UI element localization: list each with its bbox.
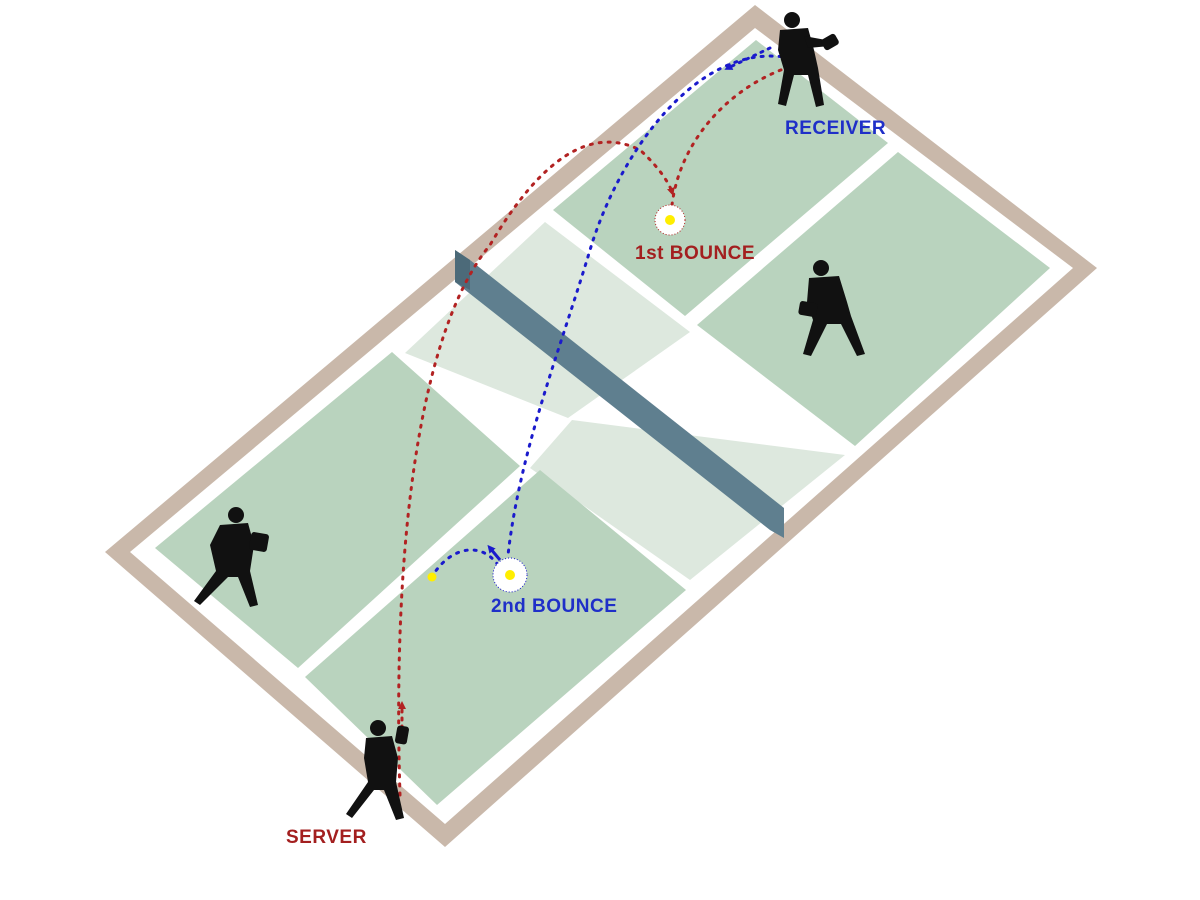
- return-start-arrow: [724, 46, 772, 70]
- receiver-player-icon: [778, 12, 839, 107]
- ball-icon: [427, 572, 437, 582]
- first-bounce-rebound-path: [670, 63, 797, 207]
- service-box-near-right: [305, 470, 686, 805]
- second-bounce-rebound-path: [431, 548, 500, 577]
- serve-path: [397, 140, 675, 797]
- second-bounce-label: 2nd BOUNCE: [491, 596, 617, 617]
- kitchen-near: [530, 420, 845, 580]
- receiver-label: RECEIVER: [785, 118, 886, 139]
- net: [455, 250, 784, 538]
- service-box-far-left: [553, 40, 888, 316]
- kitchen-far: [405, 222, 690, 418]
- player-icon: [798, 260, 865, 356]
- first-bounce-label: 1st BOUNCE: [635, 243, 755, 264]
- service-box-far-right: [697, 152, 1050, 446]
- second-bounce-arrow: [487, 544, 502, 561]
- player-icon: [194, 507, 269, 607]
- ball-icon: [665, 215, 675, 225]
- return-path: [506, 54, 792, 557]
- server-label: SERVER: [286, 827, 367, 848]
- server-player-icon: [346, 720, 409, 820]
- ball-icon: [505, 570, 515, 580]
